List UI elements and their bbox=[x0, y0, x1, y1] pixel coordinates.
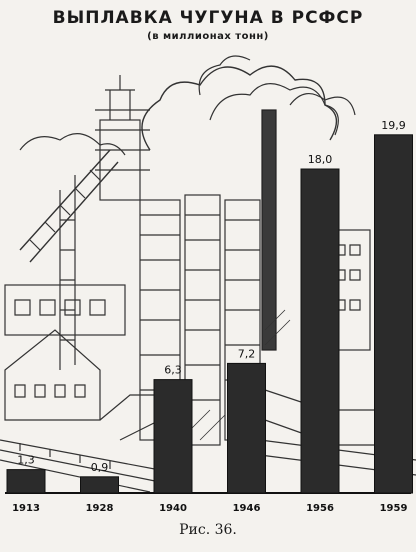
category-label-1940: 1940 bbox=[159, 503, 187, 514]
value-label-1928: 0,9 bbox=[91, 461, 109, 474]
category-label-1913: 1913 bbox=[12, 503, 40, 514]
value-label-1940: 6,3 bbox=[164, 364, 182, 377]
category-label-1959: 1959 bbox=[380, 503, 408, 514]
category-label-1946: 1946 bbox=[233, 503, 261, 514]
value-label-1959: 19,9 bbox=[381, 119, 406, 132]
bar-1913 bbox=[6, 469, 46, 494]
value-label-1946: 7,2 bbox=[238, 347, 256, 360]
chart-subtitle: (в миллионах тонн) bbox=[147, 31, 269, 42]
bar-1940 bbox=[153, 379, 193, 494]
chart-title: ВЫПЛАВКА ЧУГУНА В РСФСР bbox=[52, 8, 364, 28]
value-label-1913: 1,3 bbox=[17, 454, 35, 467]
bar-1946 bbox=[227, 362, 266, 494]
value-label-1956: 18,0 bbox=[308, 153, 333, 166]
bar-1956 bbox=[300, 168, 340, 494]
factory-illustration-icon bbox=[0, 55, 416, 493]
figure-caption: Рис. 36. bbox=[179, 522, 237, 538]
category-label-1956: 1956 bbox=[306, 503, 334, 514]
bar-1959 bbox=[374, 134, 413, 494]
category-label-1928: 1928 bbox=[86, 503, 114, 514]
bar-1928 bbox=[80, 476, 119, 494]
